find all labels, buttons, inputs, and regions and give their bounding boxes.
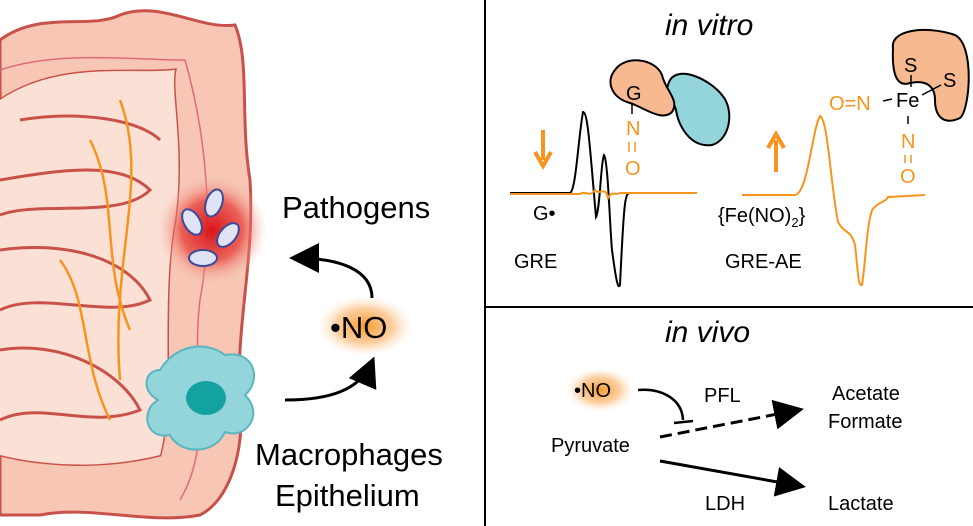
- svg-text:{Fe(NO)2}: {Fe(NO)2}: [718, 205, 806, 230]
- inhibition-line: [637, 388, 685, 421]
- bacterium-icon: [188, 249, 218, 267]
- sulfur-label: S: [943, 70, 956, 92]
- pathogen-cluster: [157, 175, 267, 285]
- no-glow-small: [566, 368, 634, 412]
- gre-arrow-down-icon: [533, 130, 553, 171]
- gre-label: GRE: [514, 251, 557, 273]
- no-glow: [317, 296, 413, 356]
- pfl-dashed-arrow: [659, 399, 804, 439]
- glycyl-radical-label: G•: [533, 203, 556, 225]
- iron-label: Fe: [896, 90, 919, 112]
- nitrosyl-o-label: O: [900, 166, 916, 188]
- bacterium-icon: [181, 208, 203, 236]
- lactate-label: Lactate: [828, 493, 894, 515]
- in-vivo-no-label: •NO: [574, 380, 611, 402]
- pyruvate-label: Pyruvate: [551, 435, 630, 457]
- pathogens-label: Pathogens: [282, 190, 430, 225]
- pfl-label: PFL: [704, 385, 741, 407]
- in-vitro-title: in vitro: [665, 9, 753, 42]
- acetate-label: Acetate: [832, 383, 900, 405]
- macrophages-label: Macrophages: [255, 437, 443, 472]
- epithelium-label: Epithelium: [275, 478, 420, 513]
- in-vivo-title: in vivo: [665, 316, 750, 349]
- gre-spectrum-orange: [510, 188, 697, 201]
- gre-o-label: O: [625, 158, 641, 180]
- gre-ae-label: GRE-AE: [725, 251, 802, 273]
- gre-n-label: N: [626, 118, 640, 140]
- ldh-label: LDH: [705, 493, 745, 515]
- arrow-to-no: [284, 356, 377, 402]
- gre-ae-arrow-up-icon: [766, 129, 786, 172]
- glycine-label: G: [626, 83, 642, 105]
- nitrosyl-left-label: O=N: [829, 93, 871, 115]
- gre-ae-protein-icon: [891, 28, 970, 122]
- nitrosyl-n-label: N: [901, 131, 915, 153]
- ldh-arrow: [659, 459, 806, 497]
- nitric-oxide-label: •NO: [330, 310, 387, 345]
- formate-label: Formate: [828, 411, 902, 433]
- macrophage-icon: [145, 345, 255, 451]
- bacterium-icon: [204, 188, 224, 218]
- gre-protein-icon: [609, 59, 676, 117]
- sulfur-label: S: [904, 55, 917, 77]
- teal-protein-icon: [666, 72, 731, 147]
- gre-ae-spectrum: [742, 114, 926, 287]
- arrow-to-pathogens: [289, 243, 374, 299]
- dinitrosyl-iron-complex-label: {Fe(NO)2}: [718, 205, 806, 230]
- gre-spectrum-black: [510, 110, 697, 288]
- bacterium-icon: [216, 222, 240, 248]
- inhibition-bar: [673, 419, 694, 425]
